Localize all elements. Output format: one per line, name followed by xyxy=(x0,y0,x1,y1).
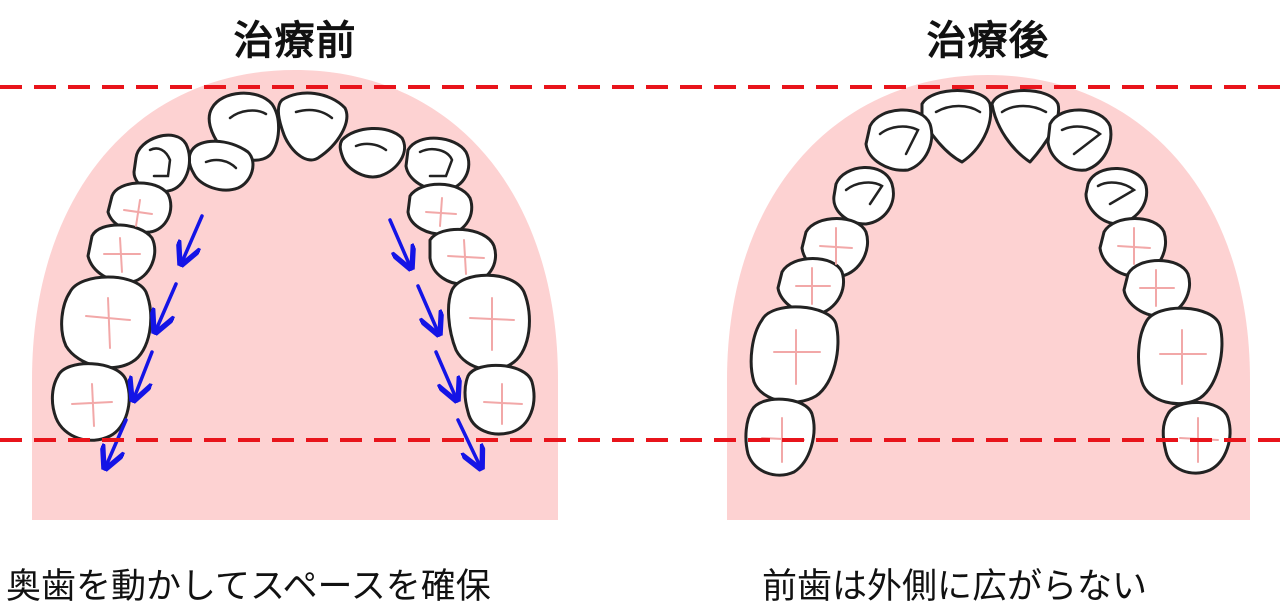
tooth-before-canine-right xyxy=(404,136,471,192)
tooth-before-molar2-right xyxy=(463,363,536,436)
tooth-before-central-incisor-right xyxy=(276,91,349,162)
arrow-left-1 xyxy=(182,214,204,262)
arrow-left-4 xyxy=(106,418,128,466)
tooth-after-canine-left xyxy=(832,166,895,226)
arrow-right-1 xyxy=(388,218,410,266)
tooth-before-molar1-right xyxy=(447,273,531,372)
tooth-after-molar1-right xyxy=(1137,306,1224,406)
arrow-right-4 xyxy=(456,418,480,466)
tooth-details-after xyxy=(844,104,1137,206)
tooth-after-lateral-incisor-left xyxy=(864,108,934,172)
tooth-before-molar1-left xyxy=(60,275,153,370)
tooth-before-premolar1-right xyxy=(406,182,474,236)
after-title: 治療後 xyxy=(926,18,1050,64)
arrow-left-3 xyxy=(134,350,154,398)
tooth-before-lateral-incisor-right xyxy=(338,126,406,179)
arrow-right-2 xyxy=(416,284,438,332)
tooth-after-molar2-right xyxy=(1161,401,1232,475)
tooth-after-canine-right xyxy=(1084,167,1149,226)
tooth-after-molar1-left xyxy=(749,305,840,404)
before-title: 治療前 xyxy=(233,18,357,64)
tooth-after-molar2-left xyxy=(744,397,816,477)
arrow-right-3 xyxy=(434,350,456,398)
distalization-arrows xyxy=(106,214,480,466)
after-caption: 前歯は外側に広がらない xyxy=(762,567,1148,607)
tooth-after-lateral-incisor-right xyxy=(1046,108,1113,172)
arrow-left-2 xyxy=(156,282,178,330)
tooth-before-molar2-left xyxy=(50,362,131,442)
tooth-details-before xyxy=(148,108,454,178)
tooth-roots-before xyxy=(71,197,523,427)
before-caption: 奥歯を動かしてスペースを確保 xyxy=(6,567,491,607)
